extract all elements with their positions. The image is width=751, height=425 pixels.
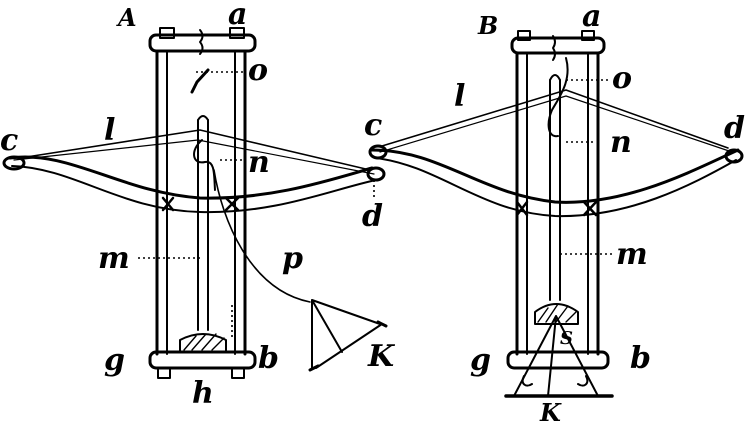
label-b-c: c [364, 108, 382, 143]
label-b-g: g [470, 343, 491, 378]
b-top-peg-right [581, 30, 595, 41]
trigger-k [311, 299, 383, 369]
top-binding [199, 29, 204, 55]
label-a-o: o [248, 53, 268, 88]
b-top-peg-left [517, 30, 531, 41]
lashing-right [224, 196, 240, 212]
label-b-k: K [539, 398, 562, 425]
label-b-o: o [612, 61, 632, 96]
b-trigger-hooks [521, 375, 589, 387]
trigger-pin-o [190, 68, 210, 94]
figure-a [2, 27, 388, 379]
figure-b [368, 30, 744, 398]
bow-tip-d [366, 166, 386, 182]
label-a-h: h [192, 376, 214, 411]
label-a-m: m [98, 241, 130, 276]
bowstring-l-2 [13, 139, 375, 175]
label-a-l: l [104, 113, 115, 148]
label-b-a: a [582, 0, 601, 34]
lashing-left [161, 196, 175, 212]
trigger-k-ends [308, 320, 388, 372]
label-a-g: g [104, 343, 125, 378]
b-bowstring-l-2 [379, 95, 733, 153]
b-arrow-tip [549, 74, 561, 81]
label-a-d: d [362, 199, 383, 234]
bow-tip-c [2, 155, 26, 171]
b-lashing-right [582, 200, 598, 217]
bow-upper [8, 155, 374, 200]
label-b-n: n [610, 125, 632, 160]
label-panel-a: A [116, 3, 137, 32]
label-a-k: K [367, 339, 396, 374]
top-peg-left [159, 27, 175, 39]
loop-n [193, 139, 216, 191]
label-a-p: p [282, 241, 303, 276]
label-b-d: d [724, 111, 745, 146]
b-bow-lower [375, 157, 737, 218]
top-peg-right [229, 27, 245, 39]
bow-lower [11, 165, 377, 214]
label-b-b: b [630, 341, 651, 376]
b-trigger-k [513, 315, 599, 397]
b-bow-upper [370, 148, 740, 204]
bottom-peg-left [157, 367, 171, 379]
nut-hatching [183, 333, 225, 351]
label-a-a: a [228, 0, 247, 32]
b-bow-tip-d [724, 148, 744, 164]
b-bottom-crossbar [506, 350, 610, 370]
label-a-n: n [248, 145, 270, 180]
b-nut-block [534, 303, 579, 325]
bowstring-l [19, 129, 371, 171]
b-loop-n [547, 57, 569, 138]
label-b-s: S [560, 328, 573, 349]
label-panel-b: B [477, 11, 498, 40]
arrow-tip [197, 115, 209, 121]
b-bowstring-l [381, 89, 729, 149]
label-b-l: l [454, 79, 465, 114]
bottom-peg-right [231, 367, 245, 379]
cord-p [213, 169, 311, 303]
b-top-binding [552, 35, 556, 61]
b-lashing-left [515, 200, 529, 217]
label-b-m: m [616, 237, 648, 272]
b-top-crossbar [510, 36, 606, 55]
b-nut-hatching [537, 303, 577, 323]
bottom-crossbar [148, 350, 257, 370]
label-a-b: b [258, 341, 279, 376]
b-bow-tip-c [368, 144, 388, 160]
label-a-c: c [0, 123, 18, 158]
